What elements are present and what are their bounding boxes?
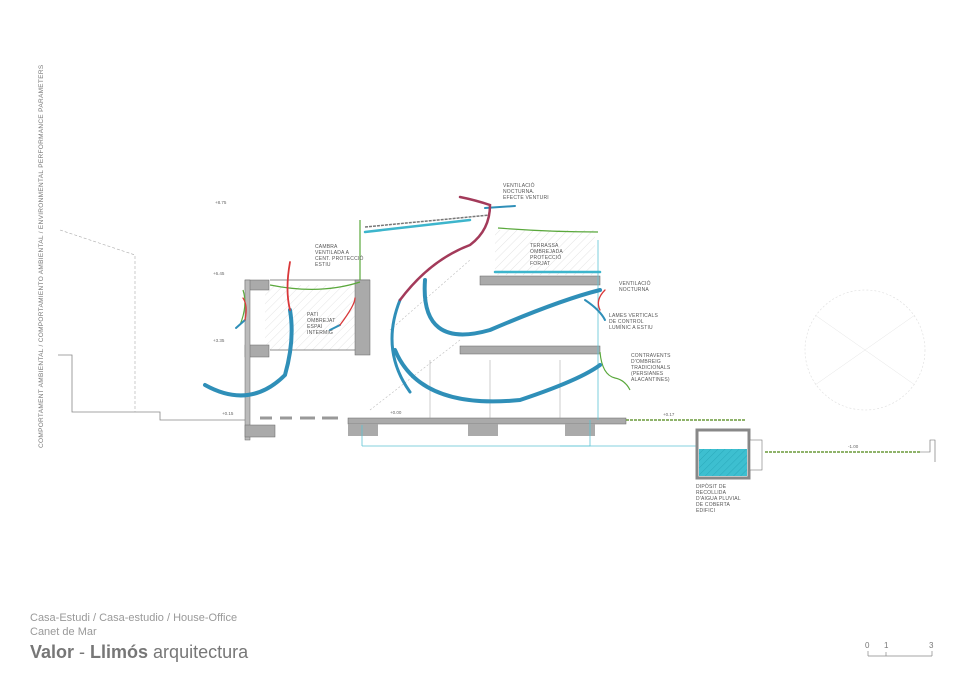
foundation — [468, 424, 498, 436]
terrace-hatch — [495, 230, 595, 275]
airflow-warm — [242, 195, 606, 326]
brand-name-2: Llimós — [90, 642, 149, 662]
label-lames: Lames verticals de control lumínic a est… — [609, 313, 659, 331]
wall — [244, 279, 251, 441]
level-mark: +0.00 — [390, 410, 402, 415]
studio-brand: Valor - Llimós arquitectura — [30, 642, 248, 663]
label-diposit: Dipòsit de recollida d'aigua pluvial de … — [696, 484, 741, 514]
wall — [354, 279, 371, 356]
brand-separator: - — [74, 642, 91, 662]
label-contravents: Contravents d'ombreig tradicionals (pers… — [631, 353, 671, 383]
slab — [459, 345, 601, 355]
label-pati: Pati ombrejat espai intermig — [307, 312, 336, 336]
brand-name-1: Valor — [30, 642, 75, 662]
compass — [804, 289, 926, 411]
level-mark: +8.75 — [215, 200, 227, 205]
ground-slab — [347, 417, 627, 425]
roof — [364, 214, 491, 228]
level-mark: +0.17 — [663, 412, 675, 417]
label-venturi: Ventilació nocturna. Efecte venturi — [503, 183, 549, 201]
level-mark: +3.35 — [213, 338, 225, 343]
label-terrassa: Terrassa ombrejada protecció forjat — [530, 243, 563, 267]
level-mark: +0.15 — [222, 411, 234, 416]
label-cambra: Cambra ventilada a cent. protecció estiu — [315, 244, 364, 268]
terrain-line — [58, 354, 245, 421]
neighbour-outline — [59, 229, 136, 412]
scale-tick: 1 — [884, 641, 889, 650]
patio-hatch — [265, 285, 355, 350]
level-mark: -1.00 — [848, 444, 859, 449]
vertical-title: Comportament ambiental / Comportamiento … — [38, 64, 45, 448]
level-mark: +6.45 — [213, 271, 225, 276]
brand-suffix: arquitectura — [148, 642, 249, 662]
scale-tick: 0 — [865, 641, 870, 650]
airflow-cool — [203, 205, 606, 404]
foundation — [348, 424, 378, 436]
vegetation-lines — [239, 220, 631, 391]
foundation — [565, 424, 595, 436]
label-ventilacio: Ventilació nocturna — [619, 281, 651, 293]
project-location: Canet de Mar — [30, 626, 97, 638]
slab — [479, 275, 601, 286]
project-name: Casa-Estudi / Casa-estudio / House-Offic… — [30, 612, 238, 624]
foundation — [244, 424, 276, 438]
scale-bar — [867, 651, 933, 657]
scale-tick: 3 — [929, 641, 934, 650]
